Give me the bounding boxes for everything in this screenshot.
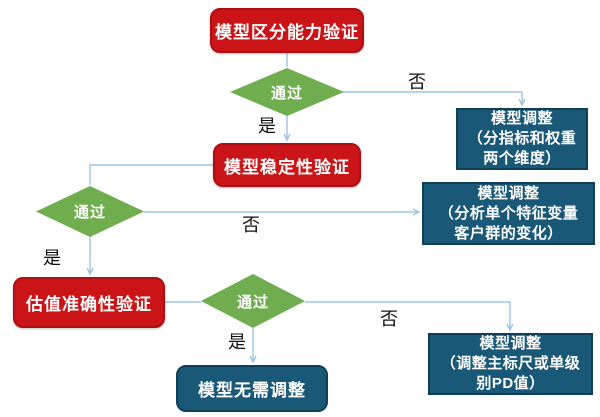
node-valuation-accuracy-validation-label: 估值准确性验证 <box>26 295 152 314</box>
node-model-adjustment-1: 模型调整 （分指标和权重 两个维度） <box>456 108 588 170</box>
edge-label-yes-2: 是 <box>43 248 61 268</box>
node-model-adjustment-2: 模型调整 （分析单个特征变量 客户群的变化） <box>422 182 595 245</box>
node-model-adjustment-2-line2: （分析单个特征变量 <box>438 204 579 222</box>
node-model-discrimination-validation-label: 模型区分能力验证 <box>215 23 359 42</box>
edge-decision1-no-to-adjust1 <box>340 91 526 107</box>
edge-label-no-3: 否 <box>380 309 398 329</box>
node-model-stability-validation: 模型稳定性验证 <box>213 143 361 187</box>
node-valuation-accuracy-validation: 估值准确性验证 <box>13 277 165 328</box>
node-model-discrimination-validation: 模型区分能力验证 <box>210 8 364 53</box>
node-model-adjustment-2-line3: 客户群的变化） <box>454 224 563 242</box>
node-model-adjustment-1-line1: 模型调整 <box>490 110 553 127</box>
node-model-adjustment-2-line1: 模型调整 <box>477 184 540 202</box>
node-model-adjustment-3-line3: 别PD值） <box>476 375 545 392</box>
node-model-adjustment-3: 模型调整 （调整主标尺或单级 别PD值） <box>428 333 593 395</box>
node-model-adjustment-1-line2: （分指标和权重 <box>467 130 577 147</box>
node-model-adjustment-3-line1: 模型调整 <box>479 335 542 352</box>
edge-decision3-no-to-adjust3 <box>305 301 514 332</box>
node-model-stability-validation-label: 模型稳定性验证 <box>224 157 350 177</box>
node-model-adjustment-3-line2: （调整主标尺或单级 <box>440 355 581 372</box>
edge-step2-to-decision2 <box>89 164 213 185</box>
node-decision-1-label: 通过 <box>270 84 303 102</box>
edge-label-no-1: 否 <box>408 72 426 92</box>
node-no-adjustment-needed-label: 模型无需调整 <box>198 381 306 400</box>
node-no-adjustment-needed: 模型无需调整 <box>176 365 328 412</box>
edge-label-yes-1: 是 <box>258 116 276 136</box>
edge-label-yes-3: 是 <box>228 332 246 352</box>
node-model-adjustment-1-line3: 两个维度） <box>483 150 561 167</box>
edge-label-no-2: 否 <box>242 215 260 235</box>
node-decision-2-label: 通过 <box>73 204 106 221</box>
node-decision-3-label: 通过 <box>236 293 269 311</box>
